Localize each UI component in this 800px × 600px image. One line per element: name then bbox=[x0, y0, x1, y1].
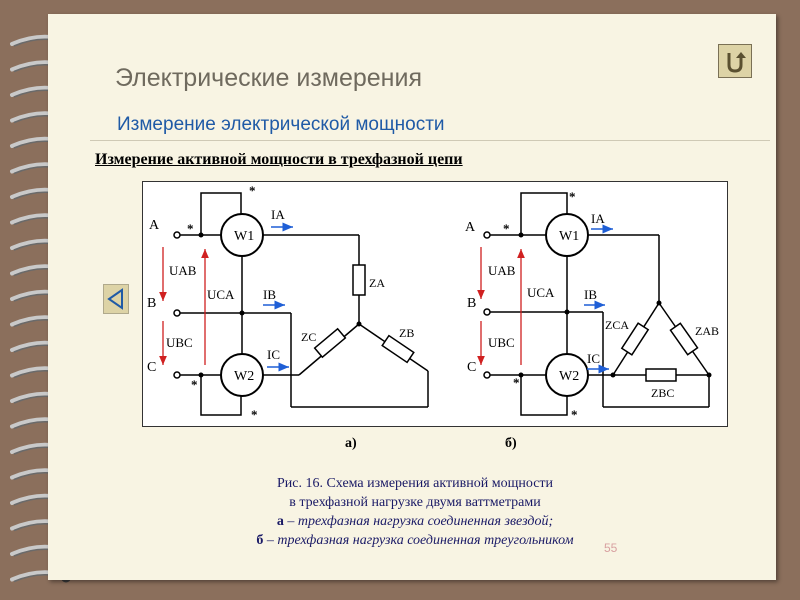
wattmeter-w2-icon bbox=[545, 353, 589, 397]
star-marker: * bbox=[569, 189, 576, 204]
current-label-ib: IB bbox=[584, 287, 597, 302]
phase-label-c: C bbox=[467, 360, 476, 375]
current-label-ic: IC bbox=[267, 347, 280, 362]
voltage-label-uab: UAB bbox=[169, 263, 197, 278]
impedance-label-zb: ZB bbox=[399, 326, 414, 340]
slide-subtitle: Измерение электрической мощности bbox=[117, 114, 445, 135]
caption-line-4: б – трехфазная нагрузка соединенная треу… bbox=[195, 531, 635, 550]
phase-label-a: A bbox=[149, 218, 160, 233]
wattmeter-w2-icon bbox=[220, 353, 264, 397]
wattmeter-w2-label: W2 bbox=[559, 369, 579, 384]
star-marker: * bbox=[251, 407, 258, 422]
circuit-diagram: A B C W1 * * IA ZA bbox=[147, 183, 719, 422]
wattmeter-w1-label: W1 bbox=[559, 229, 579, 244]
phase-label-a: A bbox=[465, 220, 476, 235]
impedance-label-zab: ZAB bbox=[695, 324, 719, 338]
star-marker: * bbox=[513, 375, 520, 390]
impedance-zb-icon bbox=[381, 334, 415, 364]
circuit-diagram-frame: A B C W1 * * IA ZA bbox=[142, 181, 728, 427]
star-marker: * bbox=[571, 407, 578, 422]
back-button[interactable] bbox=[103, 284, 129, 314]
impedance-zc-icon bbox=[313, 327, 347, 359]
caption-line-3-text: – трехфазная нагрузка соединенная звездо… bbox=[283, 514, 554, 529]
diagram-b: A B C W1 * * IA IB bbox=[465, 189, 719, 422]
current-label-ia: IA bbox=[591, 211, 605, 226]
section-title: Измерение активной мощности в трехфазной… bbox=[95, 151, 463, 168]
wattmeter-w1-label: W1 bbox=[234, 229, 254, 244]
voltage-label-uca: UCA bbox=[207, 287, 235, 302]
home-button[interactable] bbox=[718, 44, 752, 78]
separator bbox=[90, 140, 770, 141]
impedance-zbc-icon bbox=[645, 368, 677, 382]
star-marker: * bbox=[191, 377, 198, 392]
caption-line-4-text: – трехфазная нагрузка соединенная треуго… bbox=[263, 533, 574, 548]
diagram-a: A B C W1 * * IA ZA bbox=[147, 183, 429, 422]
current-label-ib: IB bbox=[263, 287, 276, 302]
current-label-ic: IC bbox=[587, 351, 600, 366]
caption-line-3: а – трехфазная нагрузка соединенная звез… bbox=[195, 512, 635, 531]
impedance-zab-icon bbox=[669, 322, 699, 356]
terminal-b-icon bbox=[483, 308, 491, 316]
star-marker: * bbox=[187, 221, 194, 236]
voltage-label-ubc: UBC bbox=[488, 335, 515, 350]
terminal-c-icon bbox=[173, 371, 181, 379]
figure-caption: Рис. 16. Схема измерения активной мощнос… bbox=[195, 474, 635, 550]
u-turn-icon bbox=[727, 52, 746, 73]
voltage-label-ubc: UBC bbox=[166, 335, 193, 350]
left-triangle-icon bbox=[107, 288, 123, 310]
impedance-label-zca: ZCA bbox=[605, 318, 629, 332]
sub-label-a: а) bbox=[345, 436, 357, 451]
slide-title: Электрические измерения bbox=[115, 64, 422, 92]
phase-label-b: B bbox=[467, 296, 476, 311]
impedance-label-zc: ZC bbox=[301, 330, 316, 344]
voltage-label-uca: UCA bbox=[527, 285, 555, 300]
star-marker: * bbox=[249, 183, 256, 198]
star-marker: * bbox=[503, 221, 510, 236]
impedance-label-zbc: ZBC bbox=[651, 386, 674, 400]
page-number: 55 bbox=[604, 541, 618, 555]
voltage-label-uab: UAB bbox=[488, 263, 516, 278]
impedance-zca-icon bbox=[620, 322, 650, 356]
phase-label-b: B bbox=[147, 296, 156, 311]
phase-label-c: C bbox=[147, 360, 156, 375]
caption-line-2: в трехфазной нагрузке двумя ваттметрами bbox=[289, 495, 541, 510]
terminal-c-icon bbox=[483, 371, 491, 379]
terminal-a-icon bbox=[173, 231, 181, 239]
current-label-ia: IA bbox=[271, 207, 285, 222]
wattmeter-w2-label: W2 bbox=[234, 369, 254, 384]
caption-line-3-letter: а bbox=[276, 514, 284, 529]
caption-line-4-letter: б bbox=[256, 533, 264, 548]
impedance-label-za: ZA bbox=[369, 276, 385, 290]
terminal-b-icon bbox=[173, 309, 181, 317]
sub-label-b: б) bbox=[505, 436, 517, 451]
impedance-za-icon bbox=[352, 264, 366, 296]
terminal-a-icon bbox=[483, 231, 491, 239]
caption-line-1: Рис. 16. Схема измерения активной мощнос… bbox=[276, 476, 554, 491]
